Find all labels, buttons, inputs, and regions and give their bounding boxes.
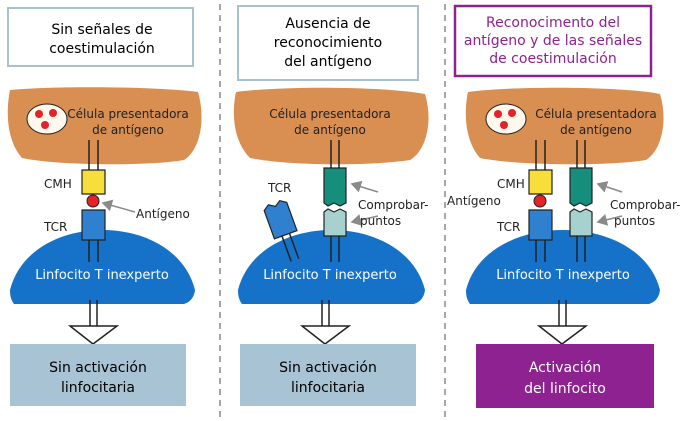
tcr-receptor — [81, 209, 106, 241]
checkpoint-ligand — [323, 167, 347, 207]
panel-2-lymph-label: Linfocito T inexperto — [263, 268, 397, 283]
panel-3-result-line-2: del linfocito — [524, 381, 606, 397]
panel-1-cell-label-2: de antígeno — [92, 123, 164, 137]
panel-2-tcr-label: TCR — [267, 181, 291, 195]
naive-t-lymphocyte — [10, 230, 195, 304]
antigen-particle — [500, 121, 508, 129]
panel-3-result-box — [476, 344, 654, 408]
antigen-presenting-cell — [233, 87, 429, 165]
checkpoint-receptor — [323, 208, 347, 237]
panel-3-cell-label-2: de antígeno — [560, 123, 632, 137]
tcr-stalk — [288, 233, 300, 259]
naive-t-lymphocyte — [466, 230, 660, 304]
cell-vesicle — [485, 103, 527, 135]
panel-2-checkpoint-label-2: puntos — [360, 214, 401, 228]
flow-arrowhead — [67, 325, 120, 345]
tcr-unbound — [263, 200, 300, 262]
antigen-bound — [533, 194, 547, 208]
checkpoint-pointer-arrow — [596, 213, 623, 226]
mhc-molecule — [81, 169, 106, 195]
panel-1-tcr-label: TCR — [43, 220, 67, 234]
panel-3-checkpoint-label-2: puntos — [614, 214, 655, 228]
antigen-particle — [494, 110, 502, 118]
panel-1-result-line-1: Sin activación — [49, 360, 147, 376]
panel-1-title-line-1: Sin señales de — [51, 22, 152, 38]
antigen-particle — [35, 110, 43, 118]
panel-3-cell-label-1: Célula presentadora — [535, 107, 656, 121]
antigen-particle — [41, 121, 49, 129]
antigen-bound — [86, 194, 100, 208]
panel-2-title-line-2: reconocimiento — [274, 35, 382, 51]
checkpoint-pointer-arrow — [350, 214, 379, 226]
panel-2-cell-label-2: de antígeno — [294, 123, 366, 137]
panel-1-result-box — [10, 344, 186, 406]
panel-1-title-box — [7, 7, 194, 67]
panel-3-title-line-1: Reconocimento del — [486, 15, 620, 31]
checkpoint-pointer-arrow — [350, 180, 379, 193]
panel-3-result-line-1: Activación — [529, 360, 601, 376]
panel-3-cmh-label: CMH — [497, 177, 525, 191]
tcr-stalk — [281, 235, 292, 262]
panel-3-antigen-label: Antígeno — [447, 194, 501, 208]
panel-2-title-line-1: Ausencia de — [285, 16, 370, 32]
panel-3-checkpoint-label-1: Comprobar- — [610, 198, 681, 212]
panel-1-title-line-2: coestimulación — [49, 41, 155, 57]
panel-2-result-line-1: Sin activación — [279, 360, 377, 376]
panel-3-title-line-2: antígeno y de las señales — [464, 33, 642, 49]
antigen-particle — [49, 109, 57, 117]
panel-3-title-line-3: de coestimulación — [489, 51, 617, 67]
panel-2-cell-label-1: Célula presentadora — [269, 107, 390, 121]
panel-3-lymph-label: Linfocito T inexperto — [496, 268, 630, 283]
panel-3-tcr-label: TCR — [496, 220, 520, 234]
naive-t-lymphocyte — [238, 230, 425, 304]
panel-2-checkpoint-label-1: Comprobar- — [358, 198, 429, 212]
checkpoint-receptor — [569, 208, 593, 237]
panel-1-cell-label-1: Célula presentadora — [67, 107, 188, 121]
panel-1-cmh-label: CMH — [44, 177, 72, 191]
flow-arrowhead — [536, 325, 589, 345]
panel-no-costimulation: Sin señales de coestimulación Célula pre… — [7, 7, 202, 406]
checkpoint-pointer-arrow — [596, 181, 623, 193]
panel-2-title-line-3: del antígeno — [284, 54, 372, 70]
panel-no-antigen-recognition: Ausencia de reconocimiento del antígeno … — [233, 5, 429, 406]
tcr-receptor — [263, 200, 298, 240]
antigen-pointer-arrow — [101, 199, 136, 213]
panel-1-lymph-label: Linfocito T inexperto — [35, 268, 169, 283]
tcr-receptor — [528, 209, 553, 241]
panel-2-title-box — [237, 5, 419, 81]
panel-recognition-and-costimulation: Reconocimento del antígeno y de las seña… — [447, 4, 681, 408]
panel-1-result-line-2: linfocitaria — [61, 380, 135, 396]
checkpoint-ligand — [569, 167, 593, 207]
panel-2-result-box — [240, 344, 416, 406]
mhc-molecule — [528, 169, 553, 195]
cell-vesicle — [26, 103, 68, 135]
panel-2-result-line-2: linfocitaria — [291, 380, 365, 396]
panel-3-title-box — [453, 4, 653, 78]
panel-1-antigen-label: Antígeno — [136, 207, 190, 221]
antigen-particle — [508, 109, 516, 117]
flow-arrowhead — [299, 325, 352, 345]
